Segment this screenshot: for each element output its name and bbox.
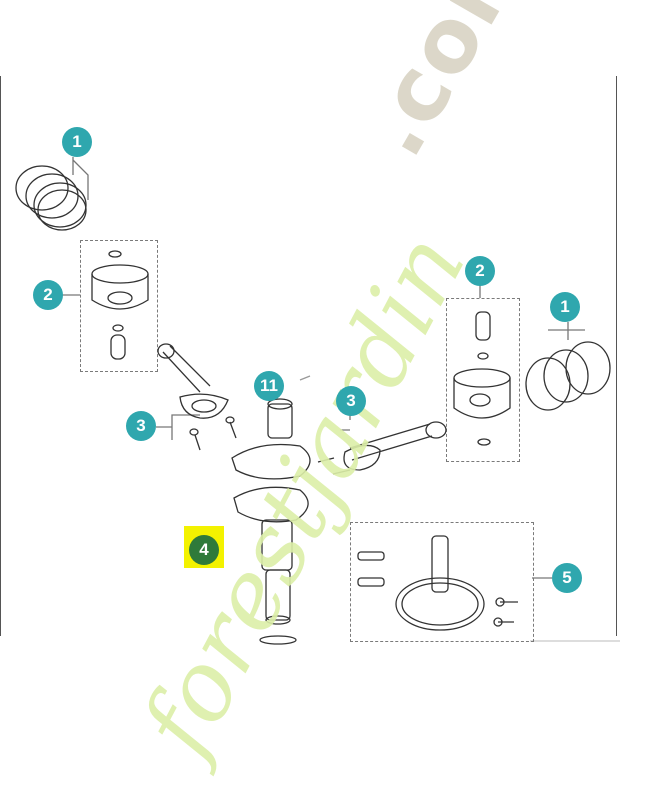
piston-rings-right xyxy=(525,341,611,411)
callout-11: 11 xyxy=(254,371,284,401)
camshaft-group-box xyxy=(350,522,534,642)
frame-bottom-rule xyxy=(530,640,620,642)
piston-group-box-right xyxy=(446,298,520,462)
connecting-rod-right xyxy=(317,421,447,475)
callout-3-left: 3 xyxy=(126,411,156,441)
callout-2-right: 2 xyxy=(465,256,495,286)
piston-rings-left xyxy=(15,165,87,231)
frame-left-line xyxy=(0,76,1,636)
piston-group-box-left xyxy=(80,240,158,372)
callout-1-right: 1 xyxy=(550,292,580,322)
crankshaft xyxy=(231,375,311,645)
callout-5: 5 xyxy=(552,563,582,593)
piston-right xyxy=(453,311,511,446)
callout-3-right: 3 xyxy=(336,386,366,416)
frame-right-line xyxy=(616,76,617,636)
callout-1-left: 1 xyxy=(62,127,92,157)
callout-2-left: 2 xyxy=(33,280,63,310)
piston-left xyxy=(91,250,149,360)
camshaft xyxy=(357,535,518,631)
connecting-rod-left xyxy=(157,343,237,451)
callout-4-highlighted: 4 xyxy=(189,535,219,565)
